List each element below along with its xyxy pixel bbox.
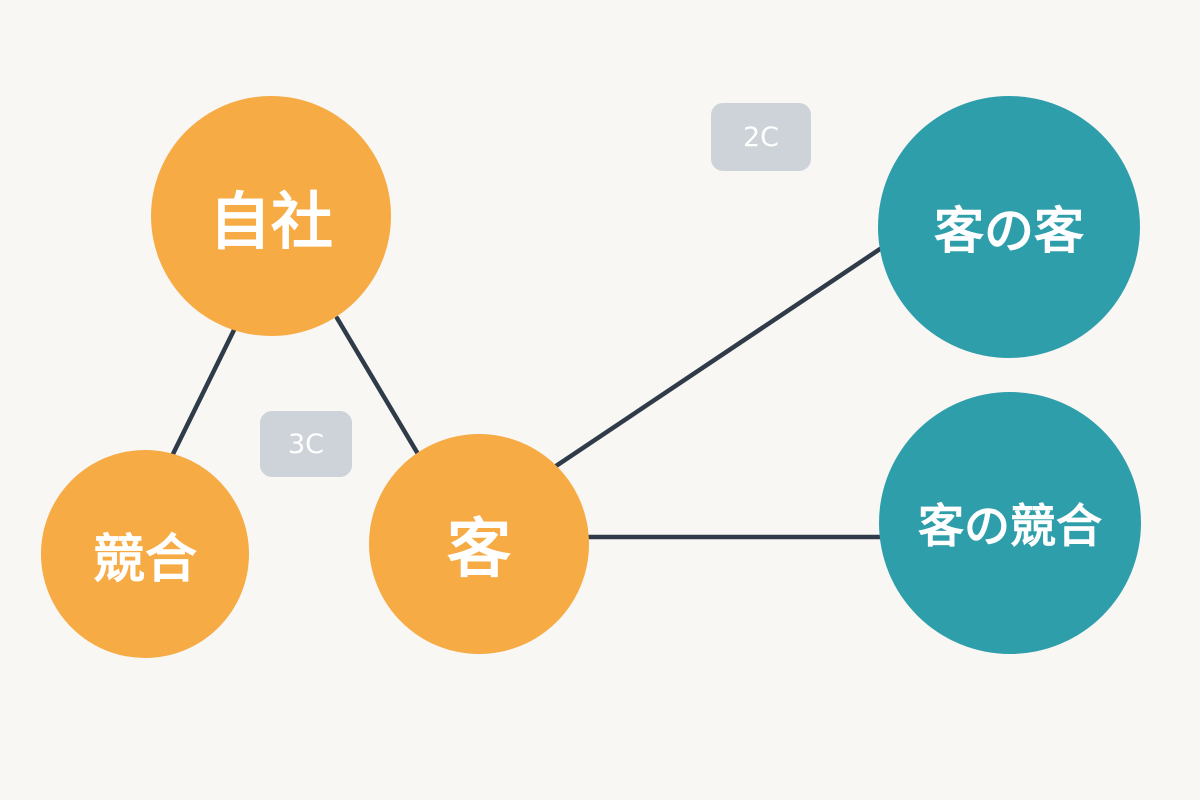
badge-2c: 2C [711, 103, 811, 171]
edge-jisha-kyogo [169, 327, 237, 459]
node-kyaku-no-kyogo: 客の競合 [879, 392, 1141, 654]
node-kyaku: 客 [369, 434, 589, 654]
node-kyogo: 競合 [41, 450, 249, 658]
badge-3c: 3C [260, 411, 352, 477]
node-kyaku-no-kyaku: 客の客 [878, 96, 1140, 358]
edge-kyaku-kyakunokyaku [553, 246, 883, 469]
node-jisha: 自社 [151, 96, 391, 336]
edge-jisha-kyaku [334, 315, 421, 457]
